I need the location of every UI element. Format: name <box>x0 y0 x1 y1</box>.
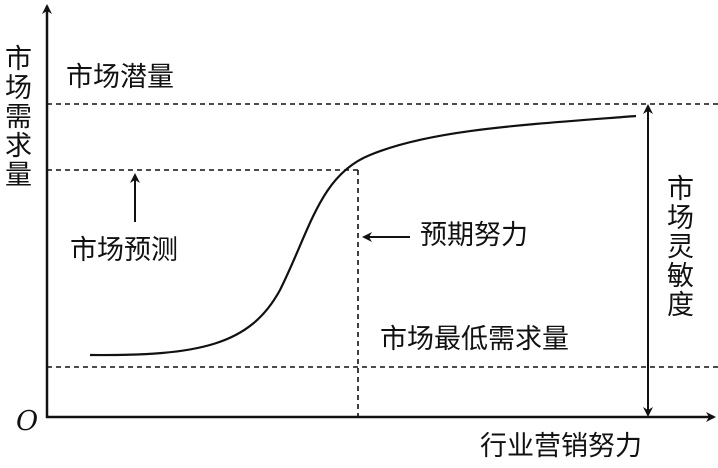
market-minimum-label: 市场最低需求量 <box>380 324 569 355</box>
demand-curve <box>89 114 637 357</box>
x-axis-label: 行业营销努力 <box>480 431 642 462</box>
y-axis-label: 市场需求量 <box>0 44 31 189</box>
origin-label: O <box>16 406 39 437</box>
market-forecast-label: 市场预测 <box>70 235 178 266</box>
market-sensitivity-label: 市场灵敏度 <box>662 174 693 319</box>
expected-effort-label: 预期努力 <box>420 220 528 251</box>
market-potential-label: 市场潜量 <box>66 62 174 93</box>
